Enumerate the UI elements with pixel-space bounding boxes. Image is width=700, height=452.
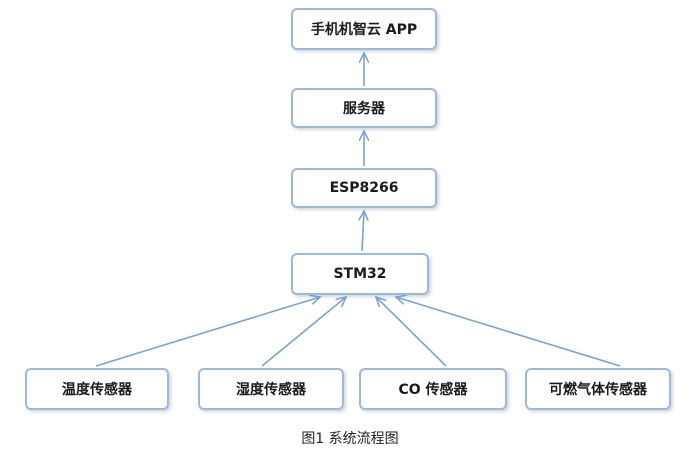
node-co-sensor: CO 传感器	[359, 368, 507, 410]
arrow-gas-to-stm	[396, 297, 621, 367]
node-gas-sensor: 可燃气体传感器	[525, 368, 671, 410]
node-server: 服务器	[291, 88, 437, 128]
node-humidity-sensor: 湿度传感器	[198, 368, 344, 410]
figure-caption: 图1 系统流程图	[301, 431, 399, 447]
node-app: 手机机智云 APP	[291, 8, 437, 50]
arrow-temp-to-stm	[95, 297, 320, 367]
node-esp8266: ESP8266	[291, 168, 437, 208]
arrow-stm-to-esp	[362, 211, 364, 252]
node-stm32: STM32	[291, 253, 429, 295]
arrow-humidity-to-stm	[261, 297, 346, 367]
node-temperature-sensor: 温度传感器	[25, 368, 169, 410]
arrow-co-to-stm	[376, 297, 447, 367]
